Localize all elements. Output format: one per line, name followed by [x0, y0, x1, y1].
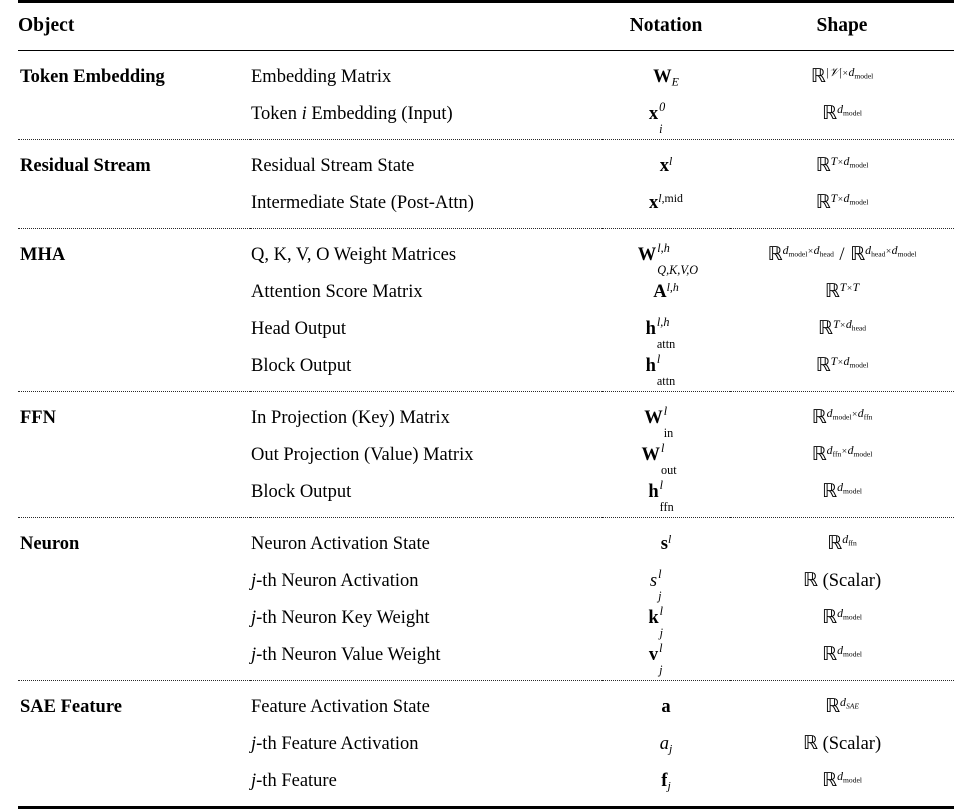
- row-description: Residual Stream State: [250, 140, 602, 184]
- row-shape: ℝdmodel: [730, 473, 954, 518]
- row-description: j-th Neuron Key Weight: [250, 599, 602, 636]
- table-row: Token Embedding Embedding Matrix WE ℝ|𝒱|…: [18, 51, 954, 95]
- group-label-mha: MHA: [18, 229, 250, 273]
- row-shape: ℝT×dmodel: [730, 347, 954, 392]
- group-label-neuron: Neuron: [18, 518, 250, 562]
- row-shape: ℝ|𝒱|×dmodel: [730, 51, 954, 95]
- group-label-spacer: [18, 762, 250, 808]
- row-shape: ℝT×T: [730, 273, 954, 310]
- group-label-spacer: [18, 347, 250, 392]
- group-label-spacer: [18, 436, 250, 473]
- row-shape: ℝdmodel: [730, 762, 954, 808]
- row-description: Neuron Activation State: [250, 518, 602, 562]
- row-notation: a: [602, 681, 730, 725]
- row-description: Embedding Matrix: [250, 51, 602, 95]
- row-description: Feature Activation State: [250, 681, 602, 725]
- group-label-residual-stream: Residual Stream: [18, 140, 250, 184]
- group-label-spacer: [18, 95, 250, 140]
- row-shape: ℝT×dmodel: [730, 184, 954, 229]
- table-row: SAE Feature Feature Activation State a ℝ…: [18, 681, 954, 725]
- group-label-spacer: [18, 184, 250, 229]
- row-notation: WE: [602, 51, 730, 95]
- column-header-object: Object: [18, 3, 250, 51]
- column-header-description: [250, 3, 602, 51]
- row-shape: ℝdmodel: [730, 599, 954, 636]
- table-row: j-th Feature Activation aj ℝ (Scalar): [18, 725, 954, 762]
- group-label-spacer: [18, 562, 250, 599]
- row-shape: ℝdmodel: [730, 636, 954, 681]
- row-description: Attention Score Matrix: [250, 273, 602, 310]
- row-notation: fj: [602, 762, 730, 808]
- column-header-shape: Shape: [730, 3, 954, 51]
- row-description: Block Output: [250, 347, 602, 392]
- row-description: j-th Neuron Activation: [250, 562, 602, 599]
- row-shape: ℝT×dmodel: [730, 140, 954, 184]
- table-header-row: Object Notation Shape: [18, 3, 954, 51]
- row-notation: sl: [602, 518, 730, 562]
- group-label-ffn: FFN: [18, 392, 250, 436]
- row-description: Head Output: [250, 310, 602, 347]
- row-shape: ℝT×dhead: [730, 310, 954, 347]
- column-header-notation: Notation: [602, 3, 730, 51]
- row-notation: aj: [602, 725, 730, 762]
- row-description: Intermediate State (Post-Attn): [250, 184, 602, 229]
- row-description: Block Output: [250, 473, 602, 518]
- row-notation: Al,h: [602, 273, 730, 310]
- group-label-spacer: [18, 273, 250, 310]
- row-shape: ℝdmodel×dffn: [730, 392, 954, 436]
- row-shape: ℝ (Scalar): [730, 725, 954, 762]
- row-shape: ℝdmodel×dhead/ℝdhead×dmodel: [730, 229, 954, 273]
- row-description: j-th Feature: [250, 762, 602, 808]
- row-description: j-th Neuron Value Weight: [250, 636, 602, 681]
- table-row: j-th Feature fj ℝdmodel: [18, 762, 954, 808]
- row-description: Out Projection (Value) Matrix: [250, 436, 602, 473]
- group-label-sae-feature: SAE Feature: [18, 681, 250, 725]
- group-label-spacer: [18, 636, 250, 681]
- table-row: Residual Stream Residual Stream State xl…: [18, 140, 954, 184]
- row-shape: ℝdffn: [730, 518, 954, 562]
- notation-table-container: Object Notation Shape Token Embedding Em…: [0, 0, 972, 751]
- table-row: Intermediate State (Post-Attn) xl,mid ℝT…: [18, 184, 954, 229]
- group-label-spacer: [18, 725, 250, 762]
- group-label-spacer: [18, 473, 250, 518]
- row-shape: ℝ (Scalar): [730, 562, 954, 599]
- table-row: Attention Score Matrix Al,h ℝT×T: [18, 273, 954, 310]
- table-row: Neuron Neuron Activation State sl ℝdffn: [18, 518, 954, 562]
- group-label-spacer: [18, 599, 250, 636]
- row-shape: ℝdffn×dmodel: [730, 436, 954, 473]
- group-label-spacer: [18, 310, 250, 347]
- row-shape: ℝdSAE: [730, 681, 954, 725]
- row-description: In Projection (Key) Matrix: [250, 392, 602, 436]
- notation-table: Object Notation Shape Token Embedding Em…: [18, 0, 954, 809]
- row-description: j-th Feature Activation: [250, 725, 602, 762]
- group-label-token-embedding: Token Embedding: [18, 51, 250, 95]
- row-notation: xl: [602, 140, 730, 184]
- row-description: Q, K, V, O Weight Matrices: [250, 229, 602, 273]
- row-description: Token i Embedding (Input): [250, 95, 602, 140]
- row-notation: xl,mid: [602, 184, 730, 229]
- row-shape: ℝdmodel: [730, 95, 954, 140]
